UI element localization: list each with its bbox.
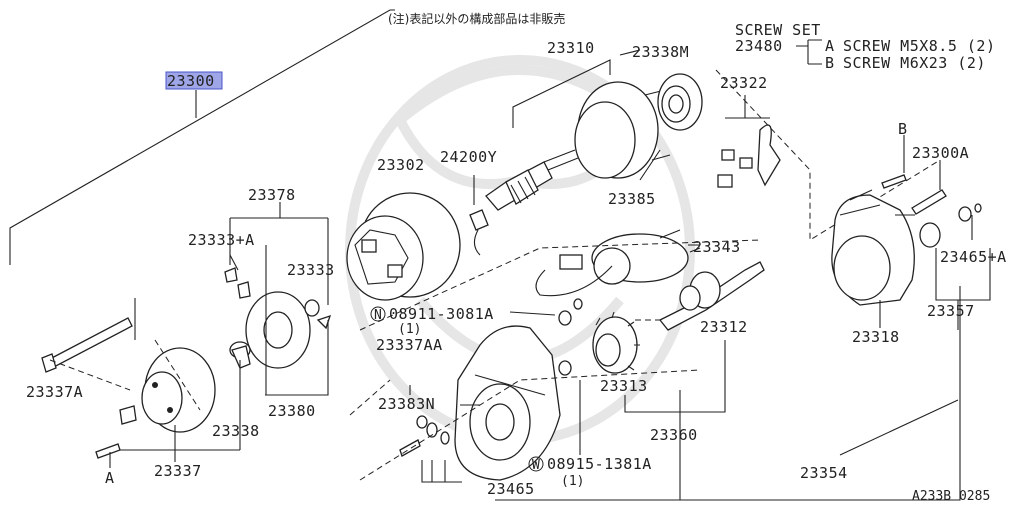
part-23385[interactable]: 23385 bbox=[608, 190, 656, 208]
part-23378[interactable]: 23378 bbox=[248, 186, 296, 204]
part-23310[interactable]: 23310 bbox=[547, 39, 595, 57]
part-23300[interactable]: 23300 bbox=[167, 72, 215, 90]
solenoid[interactable] bbox=[535, 229, 700, 297]
brush[interactable] bbox=[469, 175, 489, 256]
part-23360[interactable]: 23360 bbox=[650, 426, 698, 444]
part-23322[interactable]: 23322 bbox=[720, 74, 768, 92]
part-23313[interactable]: 23313 bbox=[600, 377, 648, 395]
part-23333[interactable]: 23333 bbox=[287, 261, 335, 279]
part-23318[interactable]: 23318 bbox=[852, 328, 900, 346]
part-labels: 23310 23338M 23322 23302 24200Y 23385 23… bbox=[26, 39, 1007, 504]
part-24200Y[interactable]: 24200Y bbox=[440, 148, 497, 166]
circle-n-letter: N bbox=[374, 308, 382, 323]
rear-bolts[interactable] bbox=[881, 135, 982, 248]
screw-set-item-b: SCREW M6X23 (2) bbox=[843, 54, 986, 72]
part-08915[interactable]: 08915-1381A bbox=[547, 455, 652, 473]
end-cover[interactable] bbox=[119, 347, 216, 433]
selected-part-highlight[interactable] bbox=[165, 71, 223, 90]
rear-cover[interactable] bbox=[831, 189, 915, 306]
part-23337a[interactable]: 23337A bbox=[26, 383, 83, 401]
part-08911-qty: (1) bbox=[398, 322, 421, 337]
part-23380[interactable]: 23380 bbox=[268, 402, 316, 420]
front-housing[interactable] bbox=[454, 325, 561, 481]
part-23465a[interactable]: 23465+A bbox=[940, 248, 1007, 266]
part-23333a[interactable]: 23333+A bbox=[188, 231, 255, 249]
brush-plate[interactable] bbox=[224, 267, 332, 369]
part-23465[interactable]: 23465 bbox=[487, 480, 535, 498]
circle-n-icon bbox=[370, 306, 386, 322]
part-23337[interactable]: 23337 bbox=[154, 462, 202, 480]
part-23338[interactable]: 23338 bbox=[212, 422, 260, 440]
screw-set-item-a: SCREW M5X8.5 (2) bbox=[843, 37, 996, 55]
clutch-gear[interactable] bbox=[592, 311, 640, 374]
screw-set-part[interactable]: 23480 bbox=[735, 37, 783, 55]
part-23354[interactable]: 23354 bbox=[800, 464, 848, 482]
washers[interactable] bbox=[399, 298, 583, 457]
screw-set: SCREW SET 23480 A SCREW M5X8.5 (2) B SCR… bbox=[735, 21, 996, 72]
screw-set-title: SCREW SET bbox=[735, 21, 821, 39]
armature[interactable] bbox=[485, 59, 611, 211]
circle-w-letter: W bbox=[532, 458, 540, 473]
part-23302[interactable]: 23302 bbox=[377, 156, 425, 174]
screw-set-key-b: B bbox=[825, 54, 835, 72]
part-b: B bbox=[898, 120, 908, 138]
bearing[interactable] bbox=[657, 73, 703, 131]
diagram-code: A233B 0285 bbox=[912, 489, 990, 504]
through-bolt[interactable] bbox=[41, 317, 133, 459]
part-08915-qty: (1) bbox=[561, 474, 584, 489]
yoke[interactable] bbox=[574, 81, 671, 179]
circle-w-icon bbox=[528, 456, 544, 472]
part-23383n[interactable]: 23383N bbox=[378, 395, 435, 413]
part-23343[interactable]: 23343 bbox=[693, 238, 741, 256]
part-08911[interactable]: 08911-3081A bbox=[389, 305, 494, 323]
leader-lines bbox=[49, 49, 991, 501]
pinion-shaft[interactable] bbox=[635, 261, 765, 331]
part-23337aa[interactable]: 23337AA bbox=[376, 336, 443, 354]
part-23357[interactable]: 23357 bbox=[927, 302, 975, 320]
screw-set-key-a: A bbox=[825, 37, 835, 55]
part-a: A bbox=[105, 469, 115, 487]
part-23338M[interactable]: 23338M bbox=[632, 43, 689, 61]
part-23312[interactable]: 23312 bbox=[700, 318, 748, 336]
part-23300a[interactable]: 23300A bbox=[912, 144, 969, 162]
brush-holder[interactable] bbox=[346, 192, 461, 301]
note-text: (注)表記以外の構成部品は非販売 bbox=[388, 11, 565, 26]
